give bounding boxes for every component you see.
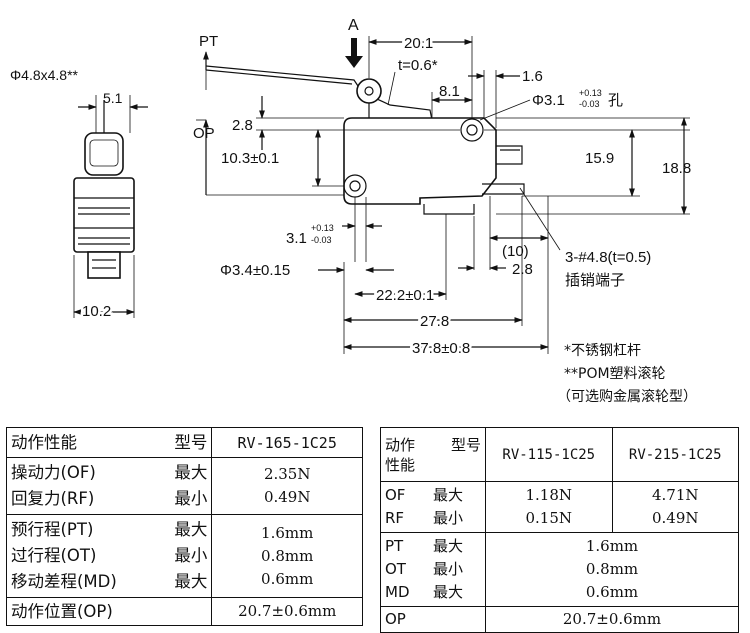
dim-37-8-label: 37.8±0.8 <box>412 340 470 357</box>
table1-of-value: 2.35N <box>263 465 311 483</box>
table2-header-cell: 动作 性能 型号 <box>380 427 486 482</box>
front-view <box>205 38 525 215</box>
roller-dimension-label: Φ4.8x4.8** <box>10 67 79 83</box>
table1-model-name: RV-165-1C25 <box>211 427 363 458</box>
note-lever-material: *不锈钢杠杆 <box>564 343 641 359</box>
terminal-spec-label: 3-#4.8(t=0.5) <box>565 249 651 266</box>
table2-of-value-1: 1.18N <box>525 486 573 504</box>
table1-md-value: 0.6mm <box>261 569 314 588</box>
table2-travel-labels: PT 最大 OT 最小 MD 最大 <box>380 532 486 607</box>
dim-27-8-label: 27.8 <box>420 313 449 330</box>
dim-1-6-label: 1.6 <box>522 68 543 85</box>
dimension-drawing: Φ4.8x4.8** 5.1 10.2 <box>10 17 692 360</box>
dim-22-2-label: 22.2±0.1 <box>376 287 434 304</box>
operating-point-a-label: A <box>348 17 359 34</box>
table2-header-action: 动作 <box>385 435 416 454</box>
table1-travel-labels: 预行程(PT) 最大 过行程(OT) 最小 移动差程(MD) 最大 <box>5 514 213 598</box>
table2-pt-value: 1.6mm <box>585 537 639 555</box>
table2-md-code: MD <box>385 583 410 601</box>
table1-md-label: 移动差程(MD) <box>11 572 117 591</box>
note-optional-roller: （可选购金属滚轮型） <box>557 389 697 405</box>
table1-md-qual: 最大 <box>174 572 208 591</box>
table1-pt-value: 1.6mm <box>261 523 314 542</box>
table2-rf-value-2: 0.49N <box>651 509 699 527</box>
table2-force-values-1: 1.18N 0.15N <box>485 481 613 533</box>
dim-18-8-label: 18.8 <box>662 160 691 177</box>
table1-force-values: 2.35N 0.49N <box>211 457 363 515</box>
table2-op-code: OP <box>380 606 486 633</box>
table2-pt-qual: 最大 <box>433 537 464 555</box>
table2-of-qual: 最大 <box>433 486 464 504</box>
table1-op-value: 20.7±0.6mm <box>211 597 363 626</box>
width-10-2-label: 10.2 <box>82 303 111 320</box>
table1-header-performance: 动作性能 <box>11 432 77 452</box>
lever-thickness-label: t=0.6* <box>398 57 438 74</box>
hole-tolerance-lower: -0.03 <box>579 99 600 109</box>
table2-op-value: 20.7±0.6mm <box>485 606 739 633</box>
front-dimensions <box>196 36 690 354</box>
table1-op-label: 动作位置(OP) <box>5 597 213 626</box>
hole-dimension-label: Φ3.1 <box>532 92 565 109</box>
table2-rf-value-1: 0.15N <box>525 509 573 527</box>
table2-travel-values: 1.6mm 0.8mm 0.6mm <box>485 532 739 607</box>
dim-10-label: (10) <box>502 243 529 260</box>
table1-rf-label: 回复力(RF) <box>11 489 95 508</box>
pt-label: PT <box>199 33 218 50</box>
table1-ot-label: 过行程(OT) <box>11 546 97 565</box>
table2-md-value: 0.6mm <box>585 583 639 601</box>
table1-header-cell: 动作性能 型号 <box>5 427 213 458</box>
dim-phi-3-4-label: Φ3.4±0.15 <box>220 262 290 279</box>
table1-pt-label: 预行程(PT) <box>11 520 94 539</box>
table2-pt-code: PT <box>385 537 404 555</box>
dim-15-9-label: 15.9 <box>585 150 614 167</box>
table1-ot-qual: 最小 <box>174 546 208 565</box>
table2-force-labels: OF 最大 RF 最小 <box>380 481 486 533</box>
dim-20-1-label: 20.1 <box>404 35 433 52</box>
hole-tolerance-upper: +0.13 <box>579 88 602 98</box>
spec-table-rv165: 动作性能 型号 RV-165-1C25 操动力(OF)最大 回复力(RF)最小 … <box>5 427 363 626</box>
table2-ot-value: 0.8mm <box>585 560 639 578</box>
table2-ot-code: OT <box>385 560 406 578</box>
table1-pt-qual: 最大 <box>174 520 208 539</box>
table2-rf-code: RF <box>385 509 405 527</box>
side-view <box>73 95 148 318</box>
dim-3-1-tol-lower: -0.03 <box>311 235 332 245</box>
terminal-name-label: 插销端子 <box>565 272 625 289</box>
table2-force-values-2: 4.71N 0.49N <box>611 481 739 533</box>
width-5-1-label: 5.1 <box>103 90 123 106</box>
dim-3-1-tol-upper: +0.13 <box>311 223 334 233</box>
op-label: OP <box>193 125 215 142</box>
spec-table-rv115-rv215: 动作 性能 型号 RV-115-1C25 RV-215-1C25 OF 最大 RF… <box>380 427 739 633</box>
dim-8-1-label: 8.1 <box>439 83 460 100</box>
table2-ot-qual: 最小 <box>433 560 464 578</box>
table1-of-qual: 最大 <box>174 463 208 482</box>
dim-3-1-label: 3.1 <box>286 230 307 247</box>
table2-model-1: RV-115-1C25 <box>485 427 613 482</box>
table2-md-qual: 最大 <box>433 583 464 601</box>
table2-header-model: 型号 <box>450 435 481 454</box>
table1-ot-value: 0.8mm <box>261 546 314 565</box>
table1-header-model: 型号 <box>174 432 208 452</box>
table2-rf-qual: 最小 <box>433 509 464 527</box>
table1-force-labels: 操动力(OF) 最大 回复力(RF) 最小 <box>5 457 213 515</box>
table1-of-label: 操动力(OF) <box>11 463 96 482</box>
table1-rf-value: 0.49N <box>263 488 311 506</box>
dim-2-8-label: 2.8 <box>512 261 533 278</box>
table2-header-performance: 性能 <box>385 455 416 474</box>
dim-10-3-label: 10.3±0.1 <box>221 150 279 167</box>
front-dimension-labels: A PT OP 20.1 t=0.6* 1.6 8.1 Φ3.1 +0.13 -… <box>193 17 691 360</box>
table1-travel-values: 1.6mm 0.8mm 0.6mm <box>211 514 363 598</box>
hole-suffix: 孔 <box>608 92 623 109</box>
note-roller-material: **POM塑料滚轮 <box>564 366 666 382</box>
dim-2-8-vertical-label: 2.8 <box>232 117 253 134</box>
table2-model-2: RV-215-1C25 <box>611 427 739 482</box>
table2-of-value-2: 4.71N <box>651 486 699 504</box>
table1-rf-qual: 最小 <box>174 489 208 508</box>
table2-of-code: OF <box>385 486 406 504</box>
